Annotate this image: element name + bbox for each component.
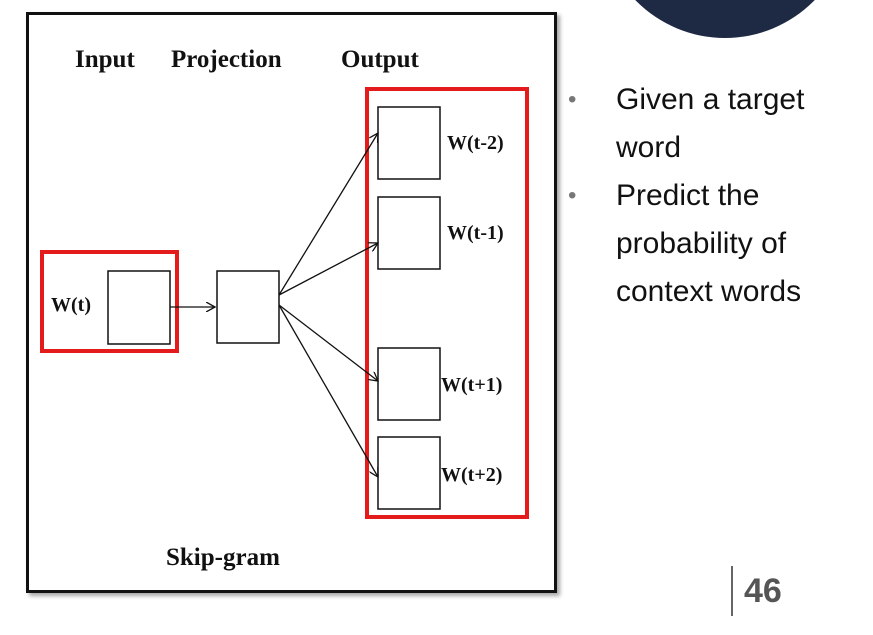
arrow-projection-to-output [278,133,378,296]
output-node [377,196,441,270]
bullet-text: Predict the probability of context words [616,179,802,308]
output-node [377,436,441,510]
arrow-projection-to-output [278,243,378,296]
diagram-svg: Input Projection Output W(t) W(t-2) W(t-… [40,46,529,571]
header-input: Input [75,46,135,73]
arrow-projection-to-output [278,304,378,381]
input-label: W(t) [51,294,91,316]
output-node [377,106,441,180]
bullet-dot-icon: • [568,182,577,209]
output-highlight [365,87,529,519]
page-number: 46 [744,572,782,610]
bullet-item: • Given a target word [568,76,868,172]
page-number-divider [731,566,733,616]
projection-node [216,270,280,344]
header-projection: Projection [171,46,282,73]
arrow-projection-to-output [278,304,378,477]
output-label: W(t-1) [447,222,504,244]
bullet-dot-icon: • [568,86,577,113]
presenter-avatar [600,0,850,38]
diagram-caption: Skip-gram [166,544,280,571]
bullet-list: • Given a target word • Predict the prob… [568,76,868,316]
bullet-text: Given a target word [616,83,805,164]
skip-gram-diagram: Input Projection Output W(t) W(t-2) W(t-… [26,12,557,593]
output-node [377,347,441,421]
output-label: W(t-2) [447,132,504,154]
output-label: W(t+1) [441,374,502,396]
input-node [107,270,171,345]
bullet-item: • Predict the probability of context wor… [568,172,868,316]
input-highlight [40,250,179,353]
header-output: Output [341,46,419,73]
output-label: W(t+2) [441,464,502,486]
